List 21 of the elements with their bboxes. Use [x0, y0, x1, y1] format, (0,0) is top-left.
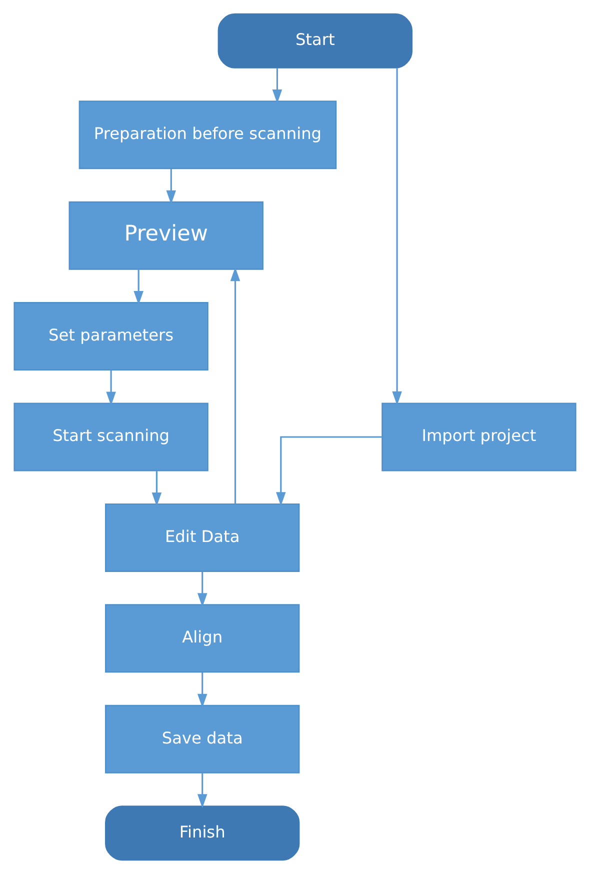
node-box: Start scanning [13, 402, 208, 472]
arrow [272, 68, 282, 104]
node-box: Save data [104, 704, 300, 774]
arrow [166, 168, 176, 204]
node-box: Set parameters [13, 302, 208, 371]
node-box: Align [104, 604, 300, 673]
arrow [133, 270, 143, 306]
node-box: Finish [104, 806, 300, 861]
arrow [392, 68, 402, 406]
arrow [151, 471, 162, 506]
node-box: Preview [68, 201, 263, 270]
arrow [196, 572, 207, 608]
arrow [196, 672, 207, 708]
arrow [276, 436, 382, 506]
arrow [106, 370, 116, 406]
node-box: Import project [381, 402, 576, 472]
node-box: Preparation before scanning [78, 100, 336, 170]
node-box: Start [217, 13, 412, 68]
node-box: Edit Data [104, 503, 300, 572]
arrow [196, 773, 207, 808]
arrow [230, 267, 240, 504]
